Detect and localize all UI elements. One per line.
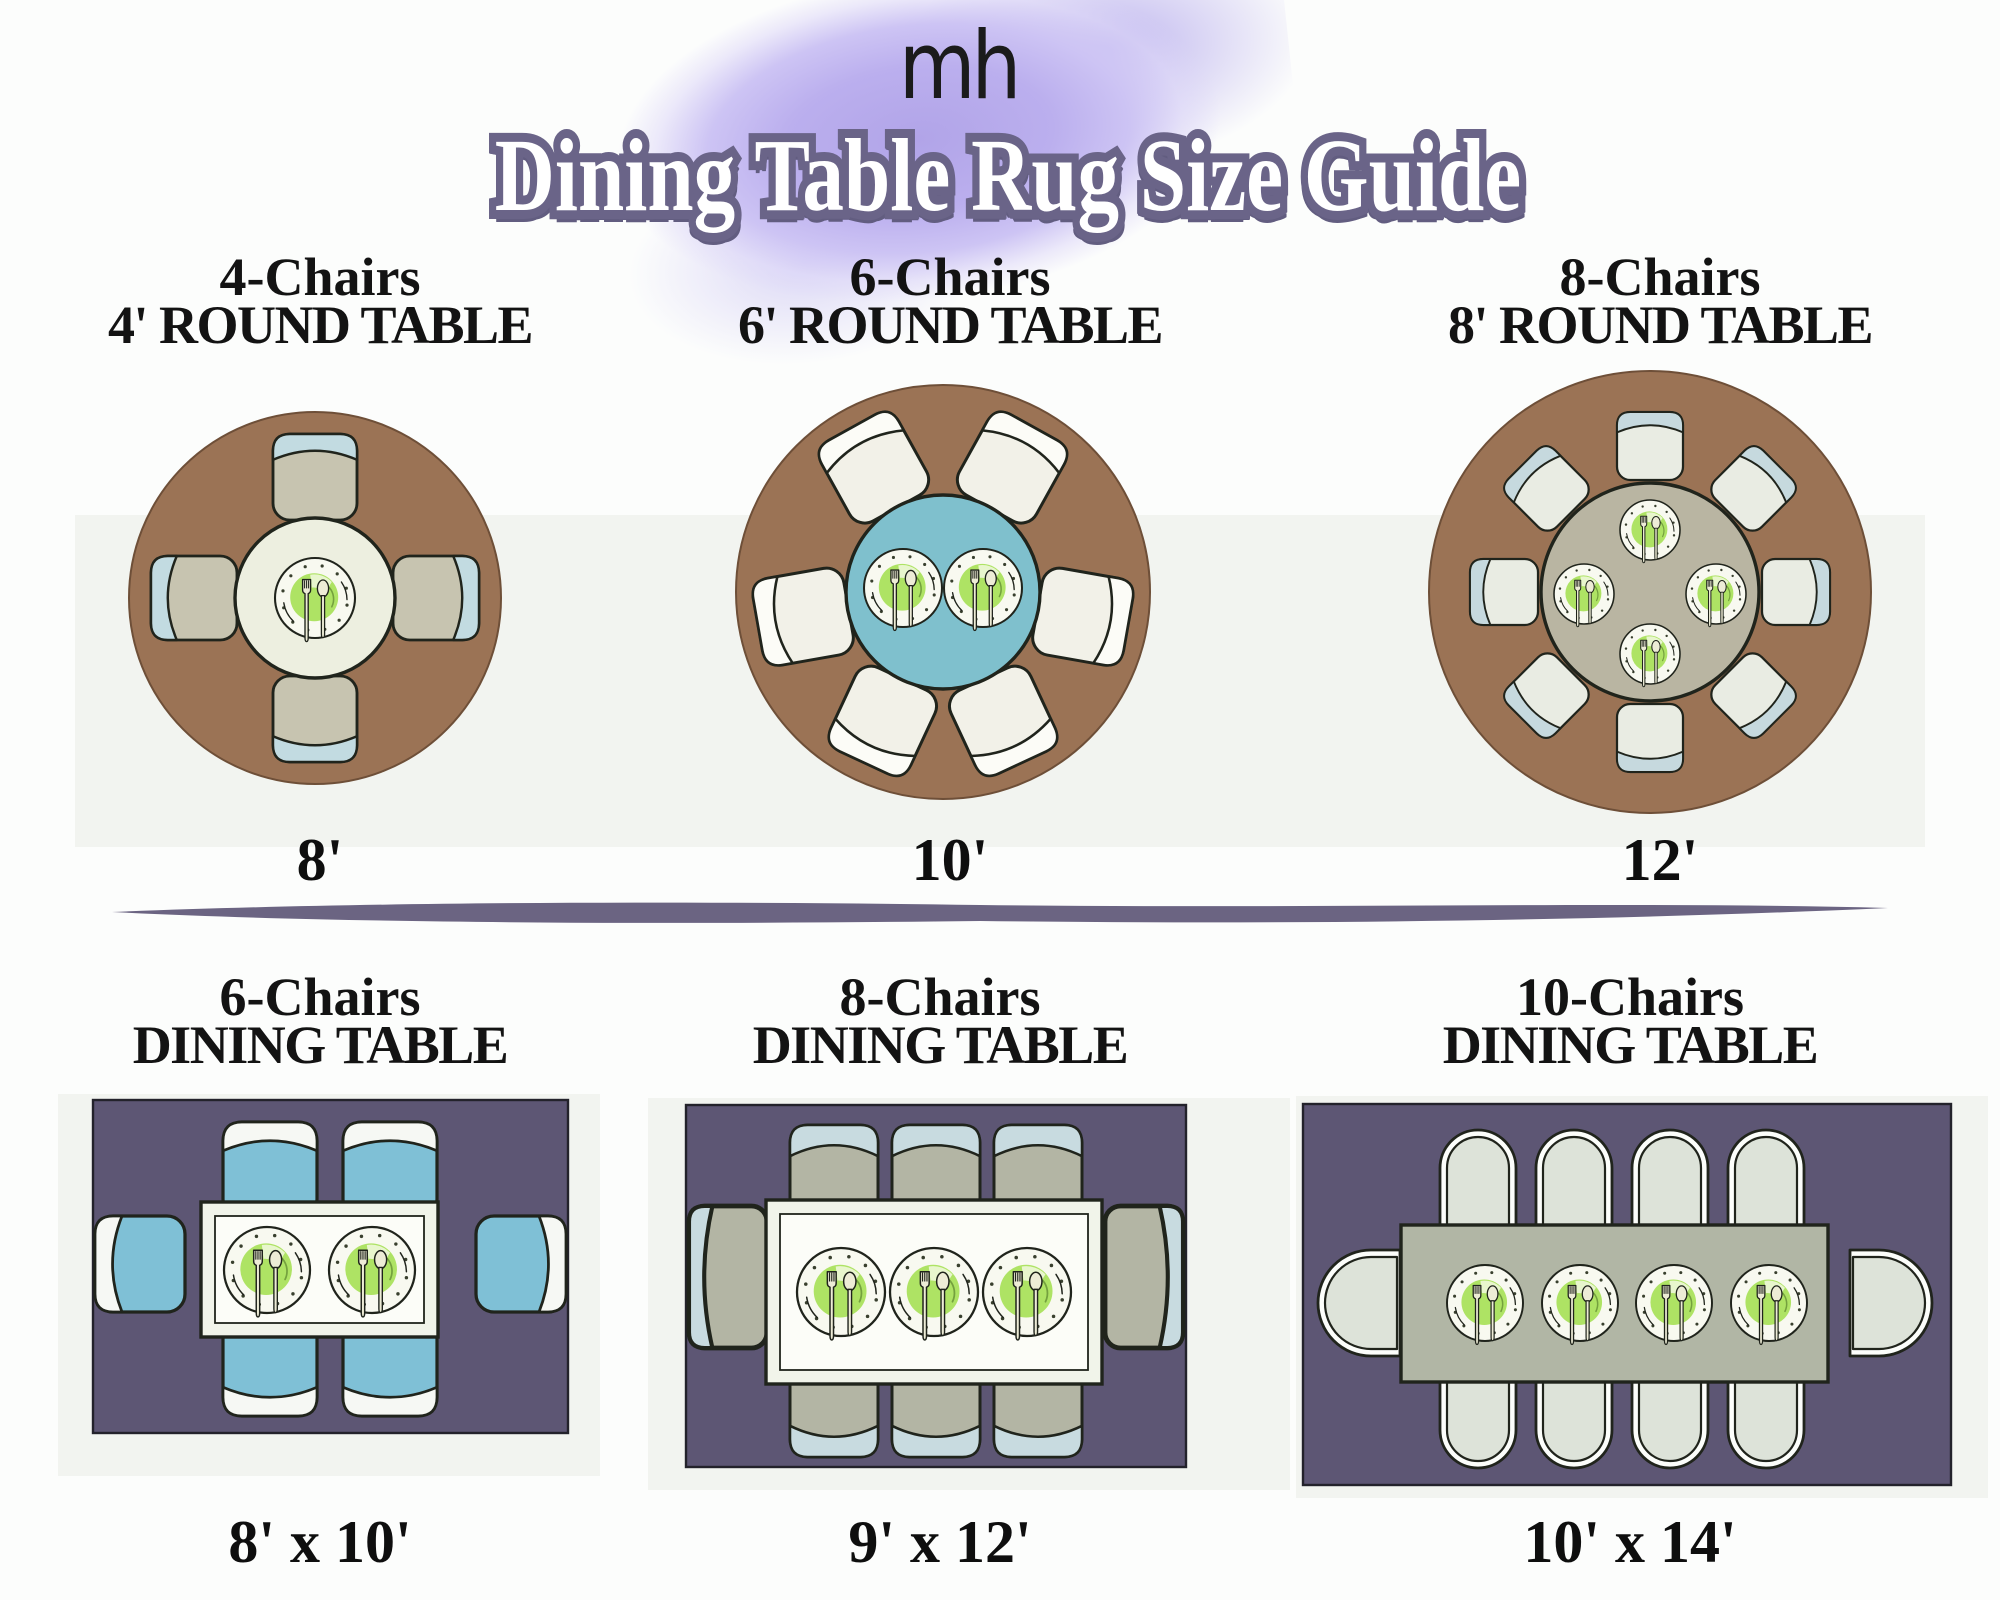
diagram-cell-round-6: 6-Chairs 6' ROUND TABLE 10' [660, 250, 1240, 950]
table-type-heading: 8' ROUND TABLE [1447, 295, 1874, 355]
chair-count-heading: 6-Chairs [219, 967, 421, 1027]
diagram-cell-round-8: 8-Chairs 8' ROUND TABLE 12' [1360, 250, 1960, 950]
rug-size-label: 8' x 10' [228, 1509, 412, 1575]
diagram-cell-rect-6: 6-Chairs DINING TABLE 8' x 10' [40, 970, 600, 1590]
table-type-heading: 4' ROUND TABLE [107, 295, 534, 355]
diagram-cell-rect-8: 8-Chairs DINING TABLE 9' x 12' [660, 970, 1220, 1590]
rug-size-label: 10' [911, 827, 989, 893]
chair-count-heading: 8-Chairs [1559, 247, 1761, 307]
brand-logo: mh [898, 12, 1022, 121]
table-type-heading: DINING TABLE [132, 1015, 509, 1075]
rug-diagram-rect-10 [1301, 1102, 1953, 1487]
page-title: Dining Table Rug Size Guide [208, 116, 1808, 235]
rug-size-label: 9' x 12' [848, 1509, 1032, 1575]
rug-size-label: 12' [1621, 827, 1699, 893]
section-divider [112, 902, 1888, 923]
chair-count-heading: 6-Chairs [849, 247, 1051, 307]
rug-diagram-round-8 [1428, 370, 1872, 814]
chair-count-heading: 4-Chairs [219, 247, 421, 307]
page-title-text: Dining Table Rug Size Guide [495, 116, 1521, 235]
rug-diagram-rect-6 [91, 1098, 570, 1435]
rug-size-label: 10' x 14' [1523, 1509, 1737, 1575]
table-type-heading: 6' ROUND TABLE [737, 295, 1164, 355]
diagram-cell-rect-10: 10-Chairs DINING TABLE 10' x 14' [1301, 967, 1953, 1590]
table-type-heading: DINING TABLE [752, 1015, 1129, 1075]
chair-count-heading: 10-Chairs [1516, 967, 1744, 1027]
table-type-heading: DINING TABLE [1442, 1015, 1819, 1075]
chair-count-heading: 8-Chairs [839, 967, 1041, 1027]
rug-diagram-rect-8 [684, 1103, 1188, 1469]
rug-diagram-round-4 [128, 411, 502, 785]
rug-diagram-round-6 [735, 384, 1151, 800]
diagram-cell-round-4: 4-Chairs 4' ROUND TABLE 8' [40, 250, 600, 950]
rug-size-label: 8' [296, 827, 344, 893]
